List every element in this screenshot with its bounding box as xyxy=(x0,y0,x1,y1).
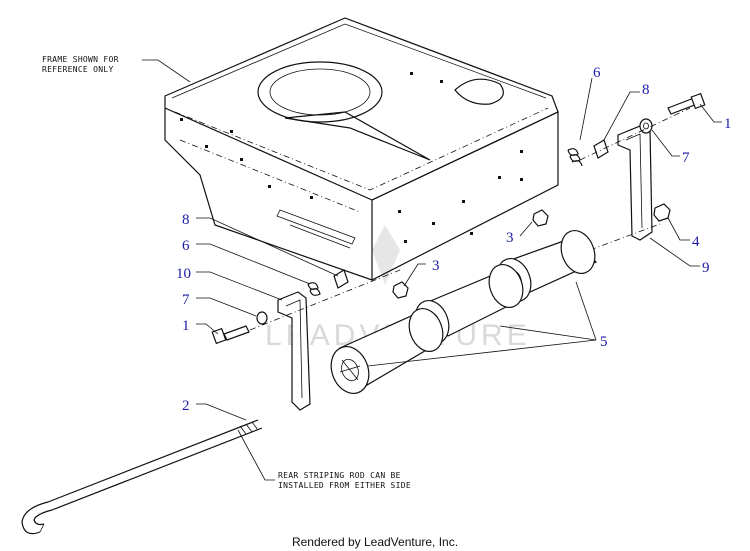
callout-2: 2 xyxy=(182,398,190,414)
washer-left xyxy=(256,311,268,325)
nut-left xyxy=(392,281,409,299)
callout-3-left: 3 xyxy=(432,258,440,274)
striping-rod xyxy=(21,419,263,535)
frame-note-line2: REFERENCE ONLY xyxy=(42,65,114,74)
callout-10: 10 xyxy=(176,266,191,282)
striping-rollers xyxy=(330,230,598,394)
callout-1-right: 1 xyxy=(724,116,732,132)
rod-note-line1: REAR STRIPING ROD CAN BE xyxy=(278,471,401,480)
callout-8-right: 8 xyxy=(642,82,650,98)
footer-credit: Rendered by LeadVenture, Inc. xyxy=(292,535,458,549)
nut-on-deck xyxy=(532,209,549,227)
callout-6-right: 6 xyxy=(593,65,601,81)
spacer-left xyxy=(333,269,349,289)
callout-6-left: 6 xyxy=(182,238,190,254)
spring-right xyxy=(567,148,583,167)
frame-note-line1: FRAME SHOWN FOR xyxy=(42,55,119,64)
callout-9: 9 xyxy=(702,260,710,276)
frame-deck xyxy=(164,17,559,281)
callout-4: 4 xyxy=(692,234,700,250)
callout-numbers: 6 8 1 7 4 9 3 3 8 6 10 7 1 2 5 xyxy=(176,65,732,414)
spacer-right xyxy=(593,139,609,159)
callout-7-left: 7 xyxy=(182,292,190,308)
left-bracket-assembly xyxy=(211,269,409,411)
callout-leaders xyxy=(196,77,722,421)
frame-note: FRAME SHOWN FOR REFERENCE ONLY xyxy=(42,55,191,83)
bracket-right xyxy=(617,125,653,241)
callout-8-left: 8 xyxy=(182,212,190,228)
rod-note: REAR STRIPING ROD CAN BE INSTALLED FROM … xyxy=(237,429,411,490)
spring-left xyxy=(307,282,321,296)
callout-5: 5 xyxy=(600,334,608,350)
callout-3-right: 3 xyxy=(506,230,514,246)
bolt-left xyxy=(223,325,250,341)
callout-7-right: 7 xyxy=(682,150,690,166)
watermark-logo-icon xyxy=(372,225,400,285)
callout-1-left: 1 xyxy=(182,318,190,334)
right-bracket-assembly xyxy=(532,92,706,251)
nut-right xyxy=(653,203,671,222)
rod-note-line2: INSTALLED FROM EITHER SIDE xyxy=(278,481,411,490)
